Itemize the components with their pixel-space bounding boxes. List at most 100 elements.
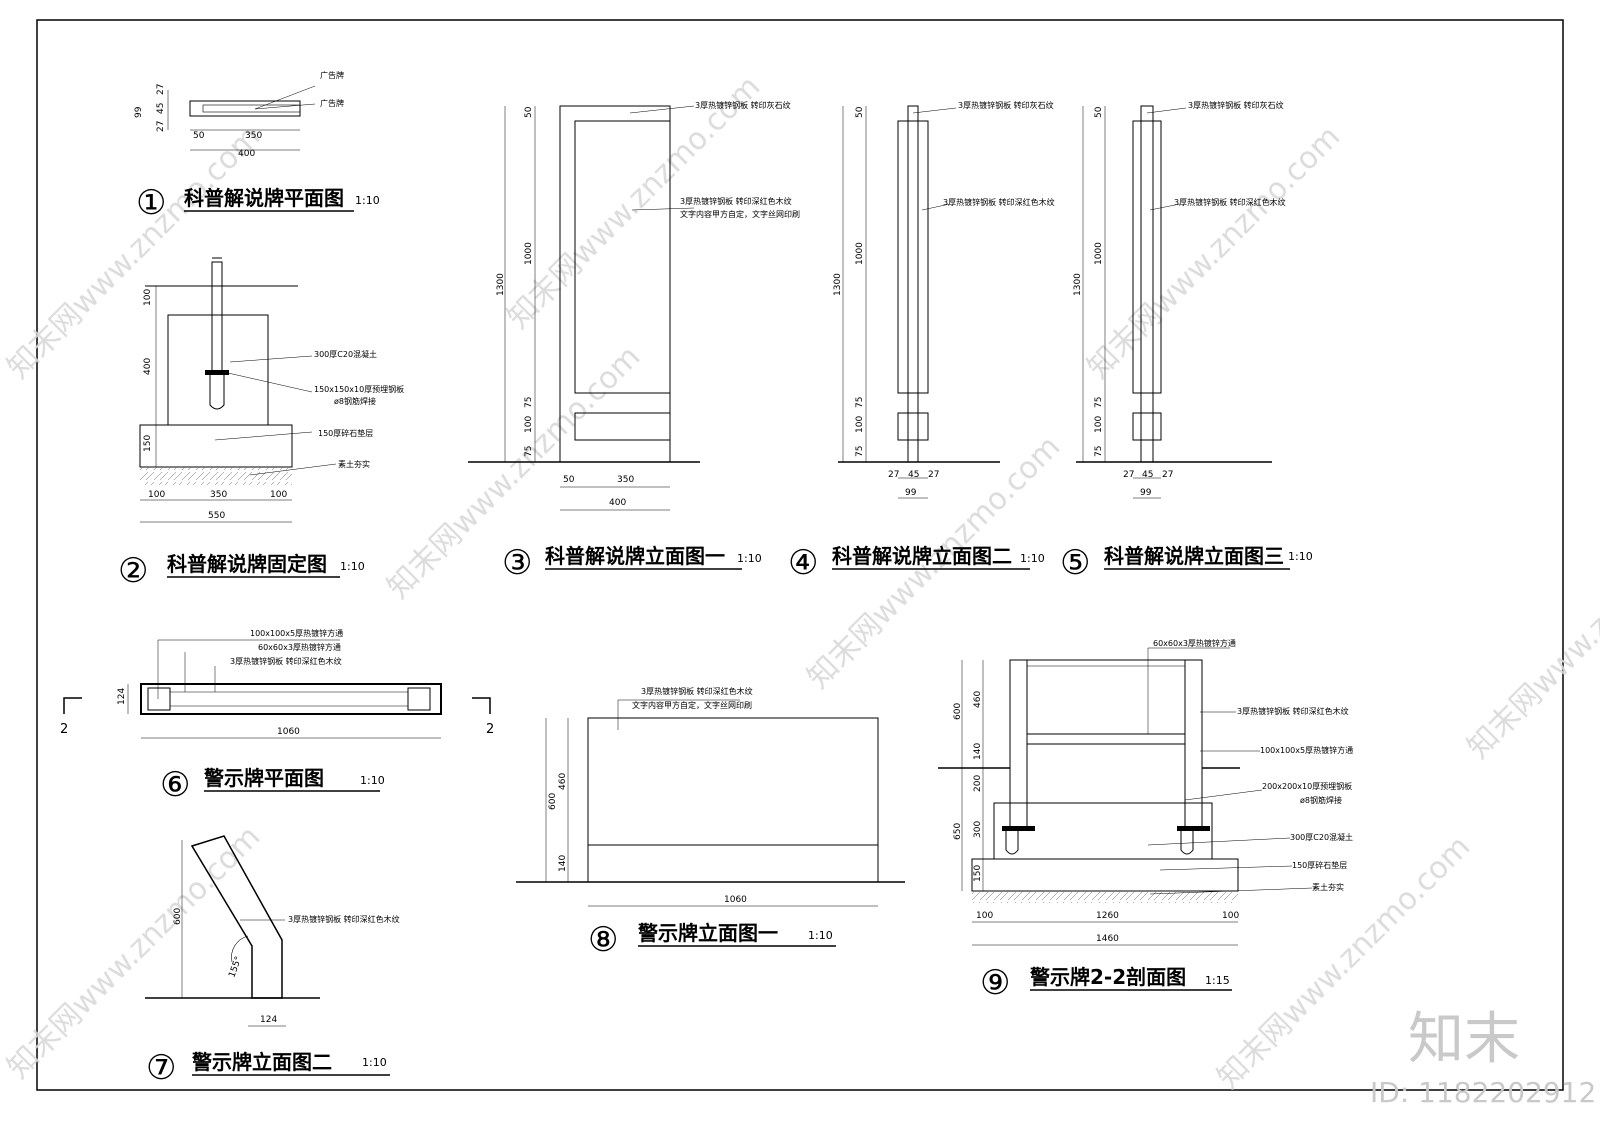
watermark-text: 知末网www.znzmo.com	[1461, 499, 1600, 765]
note-label: 3厚热镀锌钢板 转印深红色木纹	[943, 197, 1055, 207]
dim-label: 75	[1094, 446, 1104, 457]
note-label: 3厚热镀锌钢板 转印灰石纹	[958, 100, 1054, 110]
note-label: 60x60x3厚热镀锌方通	[258, 642, 341, 652]
drawing-scale: 1:10	[355, 194, 380, 207]
note-label: 文字内容甲方自定，文字丝网印刷	[632, 700, 752, 710]
dim-label: 75	[855, 446, 865, 457]
drawing-number: ③	[502, 543, 532, 583]
dim-label: 350	[245, 131, 262, 141]
dim-label: 400	[609, 498, 626, 508]
dim-label: 1460	[1096, 934, 1119, 944]
note-label: 3厚热镀锌钢板 转印深红色木纹	[1174, 197, 1286, 207]
drawing-title: 警示牌立面图一	[638, 921, 778, 945]
dim-label: 140	[558, 855, 568, 872]
drawing-scale: 1:10	[737, 552, 762, 565]
dim-label: 300	[973, 821, 983, 838]
note-label: 300厚C20混凝土	[314, 349, 377, 359]
drawing-7-elevation: 155° 3厚热镀锌钢板 转印深红色木纹 600 124 ⑦ 警示牌立面图二 1…	[145, 835, 400, 1088]
drawing-title: 警示牌2-2剖面图	[1030, 965, 1186, 989]
dim-label: 124	[260, 1015, 277, 1025]
dim-label: 1300	[833, 273, 843, 296]
dim-label: 650	[953, 823, 963, 840]
dim-label: 50	[855, 106, 865, 118]
dim-label: 99	[134, 106, 144, 118]
dim-label: 600	[173, 908, 183, 925]
drawing-number: ⑨	[980, 963, 1010, 1003]
dim-label: 50	[563, 475, 575, 485]
dim-label: 550	[208, 511, 225, 521]
dim-label: 1000	[855, 242, 865, 265]
dim-label: 27	[1162, 470, 1173, 480]
note-label: 300厚C20混凝土	[1290, 832, 1353, 842]
drawing-title: 科普解说牌固定图	[167, 552, 327, 576]
drawing-number: ⑧	[588, 920, 618, 960]
note-label: 3厚热镀锌钢板 转印深红色木纹	[230, 656, 342, 666]
dim-label: 1060	[277, 727, 300, 737]
drawing-8-elevation: 3厚热镀锌钢板 转印深红色木纹 文字内容甲方自定，文字丝网印刷 600 460 …	[516, 686, 905, 960]
section-marker: 2	[486, 722, 494, 737]
dim-label: 50	[524, 106, 534, 118]
dim-label: 45	[156, 103, 166, 114]
drawing-1-plan: 广告牌 广告牌 50 350 400 99 27 45 27 ① 科普解说牌平面…	[134, 70, 380, 223]
image-id: ID: 1182202912	[1370, 1076, 1596, 1109]
note-label: 3厚热镀锌钢板 转印深红色木纹	[1237, 706, 1349, 716]
sheet-border	[36, 19, 1564, 1091]
note-label: 3厚热镀锌钢板 转印灰石纹	[695, 100, 791, 110]
dim-label: 150	[143, 435, 153, 452]
dim-label: 350	[210, 490, 227, 500]
drawing-3-elevation: 3厚热镀锌钢板 转印灰石纹 3厚热镀锌钢板 转印深红色木纹 文字内容甲方自定，文…	[468, 100, 800, 583]
dim-label: 350	[617, 475, 634, 485]
note-label: 素土夯实	[338, 459, 370, 469]
dim-label: 600	[953, 703, 963, 720]
section-marker: 2	[60, 722, 68, 737]
dim-label: 50	[1094, 106, 1104, 118]
brand-logo: 知末	[1408, 1007, 1520, 1072]
dim-label: 75	[524, 397, 534, 408]
dim-label: 99	[905, 488, 917, 498]
dim-label: 155°	[227, 955, 244, 979]
drawing-number: ①	[136, 183, 166, 223]
dim-label: 124	[117, 688, 127, 705]
note-label: 60x60x3厚热镀锌方通	[1153, 638, 1236, 648]
drawing-scale: 1:10	[1020, 552, 1045, 565]
dim-label: 460	[973, 691, 983, 708]
note-label: 文字内容甲方自定，文字丝网印刷	[680, 209, 800, 219]
drawing-title: 警示牌立面图二	[192, 1050, 332, 1074]
dim-label: 100	[1094, 416, 1104, 433]
dim-label: 100	[270, 490, 287, 500]
drawing-scale: 1:10	[1288, 550, 1313, 563]
note-label: 100x100x5厚热镀锌方通	[250, 628, 343, 638]
dim-label: 75	[1094, 397, 1104, 408]
drawing-number: ②	[118, 551, 148, 591]
dim-label: 1300	[1073, 273, 1083, 296]
dim-label: 100	[524, 416, 534, 433]
dim-label: 45	[908, 470, 919, 480]
dim-label: 100	[855, 416, 865, 433]
drawing-6-plan: 100x100x5厚热镀锌方通 60x60x3厚热镀锌方通 3厚热镀锌钢板 转印…	[60, 628, 494, 805]
dim-label: 140	[973, 743, 983, 760]
note-label: 广告牌	[320, 98, 344, 108]
watermark-text: 知末网www.znzmo.com	[1, 819, 267, 1085]
drawing-scale: 1:10	[808, 929, 833, 942]
dim-label: 27	[1123, 470, 1134, 480]
drawing-5-elevation: 3厚热镀锌钢板 转印灰石纹 3厚热镀锌钢板 转印深红色木纹 1300 50 10…	[1060, 100, 1313, 583]
dim-label: 45	[1142, 470, 1153, 480]
dim-label: 75	[855, 397, 865, 408]
note-label: 3厚热镀锌钢板 转印深红色木纹	[288, 914, 400, 924]
dim-label: 150	[973, 865, 983, 882]
drawing-title: 警示牌平面图	[204, 766, 324, 790]
drawing-title: 科普解说牌立面图二	[832, 544, 1012, 568]
dim-label: 200	[973, 775, 983, 792]
dim-label: 460	[558, 773, 568, 790]
note-label: 3厚热镀锌钢板 转印深红色木纹	[641, 686, 753, 696]
dim-label: 600	[548, 793, 558, 810]
note-label: 150厚碎石垫层	[318, 428, 373, 438]
dim-label: 100	[148, 490, 165, 500]
drawing-scale: 1:15	[1205, 974, 1230, 987]
note-label: ø8钢筋焊接	[334, 396, 376, 406]
drawing-scale: 1:10	[360, 774, 385, 787]
dim-label: 1000	[524, 242, 534, 265]
dim-label: 1000	[1094, 242, 1104, 265]
drawing-2-fixing: 300厚C20混凝土 150x150x10厚预埋钢板 ø8钢筋焊接 150厚碎石…	[118, 257, 404, 591]
dim-label: 27	[156, 121, 166, 132]
